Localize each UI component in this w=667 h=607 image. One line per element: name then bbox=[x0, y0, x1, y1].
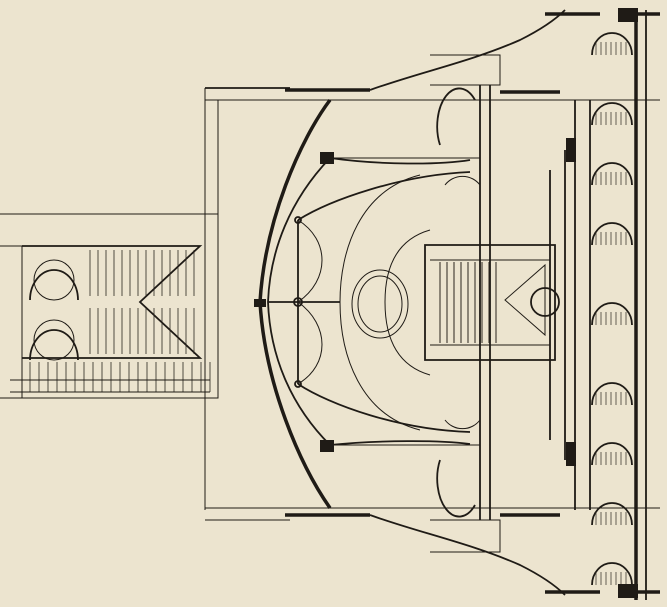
right-arches bbox=[591, 32, 633, 586]
aisle-arches bbox=[436, 85, 491, 520]
arch-opening bbox=[591, 102, 633, 126]
screen-columns bbox=[439, 262, 497, 343]
arch-opening bbox=[591, 382, 633, 406]
left-stair-structure bbox=[0, 213, 219, 399]
upper-wall-blocks bbox=[369, 9, 566, 596]
arch-opening bbox=[591, 502, 633, 526]
arch-opening bbox=[591, 162, 633, 186]
arch-opening bbox=[591, 222, 633, 246]
pier-marks bbox=[254, 8, 638, 598]
arch-opening bbox=[591, 32, 633, 56]
arch-opening bbox=[591, 302, 633, 326]
choir-screen bbox=[424, 244, 560, 361]
stair-treads bbox=[29, 250, 211, 392]
arch-opening bbox=[591, 442, 633, 466]
nave-walls bbox=[204, 87, 660, 521]
arch-opening bbox=[591, 562, 633, 586]
right-colonnade bbox=[545, 10, 660, 600]
apse-dome bbox=[258, 98, 471, 510]
